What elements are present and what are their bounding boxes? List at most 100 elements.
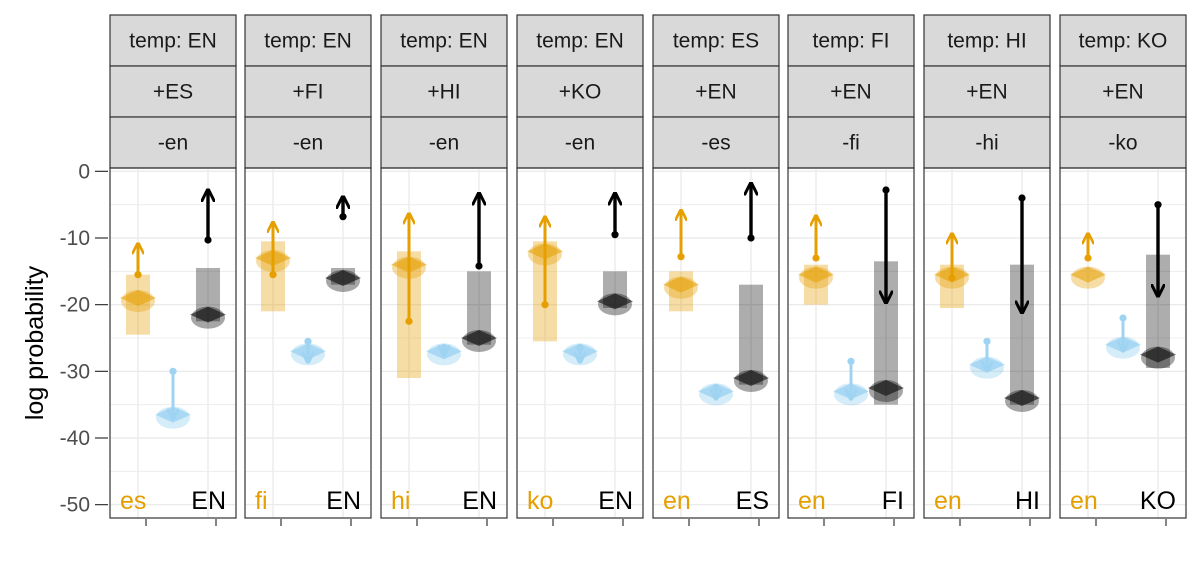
facet-strip <box>109 65 237 118</box>
mean-diamond <box>325 270 361 286</box>
facet-strip <box>1059 116 1187 169</box>
series-group-template_language <box>190 191 226 329</box>
category-label-target: en <box>1070 487 1098 515</box>
facet-strip-label: -en <box>293 132 323 155</box>
facet-strip <box>923 65 1051 118</box>
category-label-template: ES <box>736 487 769 515</box>
facet-strip <box>1059 14 1187 67</box>
facet-strip-label: -es <box>701 132 730 155</box>
range-bar <box>739 284 763 385</box>
facet-panel: temp: EN +KO -en ko EN <box>516 14 644 526</box>
y-tick-label: -50 <box>60 494 90 517</box>
mean-diamond <box>461 330 497 346</box>
category-label-target: hi <box>391 487 410 515</box>
arrow-origin-point <box>1154 201 1162 209</box>
category-label-template: EN <box>326 487 361 515</box>
facet-strip-label: -en <box>565 132 595 155</box>
facet-strip <box>516 14 644 67</box>
series-group-template_language <box>733 185 769 392</box>
series-group-template_language <box>1004 194 1040 412</box>
y-tick-label: -10 <box>60 227 90 250</box>
facet-strip-label: -fi <box>842 132 860 155</box>
arrow-origin-point <box>204 236 212 244</box>
facet-strip-label: temp: EN <box>536 30 624 53</box>
facet-panel: temp: ES +EN -es en ES <box>652 14 780 526</box>
category-label-target: en <box>934 487 962 515</box>
panel-border <box>1059 167 1187 519</box>
series-group-target_language <box>120 245 156 335</box>
series-group-template_language <box>868 186 904 405</box>
facet-strip-label: +EN <box>966 81 1007 104</box>
mean-diamond <box>868 380 904 396</box>
facet-strip-label: -en <box>158 132 188 155</box>
series-group-target_language <box>798 217 834 305</box>
series-group-template_language <box>597 195 633 316</box>
arrow-origin-point <box>576 344 584 352</box>
series-group-other_language <box>969 337 1005 379</box>
series-group-other_language <box>290 337 326 366</box>
facet-strip <box>787 65 915 118</box>
arrow-origin-point <box>169 367 177 375</box>
y-tick-label: 0 <box>78 160 90 183</box>
arrow-origin-point <box>269 271 277 279</box>
category-label-template: HI <box>1015 487 1040 515</box>
facet-strip-label: +KO <box>559 81 602 104</box>
mean-diamond <box>597 293 633 310</box>
facet-strip-label: +EN <box>1102 81 1143 104</box>
facet-strip <box>244 116 372 169</box>
y-tick-label: -20 <box>60 294 90 317</box>
arrow-origin-point <box>677 253 685 261</box>
category-label-template: FI <box>882 487 904 515</box>
facet-strip <box>380 14 508 67</box>
facet-strip <box>652 116 780 169</box>
series-group-other_language <box>1105 314 1141 359</box>
facet-strip <box>380 116 508 169</box>
facet-strip <box>923 14 1051 67</box>
facet-strip-label: temp: EN <box>264 30 352 53</box>
arrow-origin-point <box>1018 194 1026 202</box>
y-tick-label: -30 <box>60 360 90 383</box>
facet-strip-label: temp: EN <box>400 30 488 53</box>
facet-strip-label: +EN <box>695 81 736 104</box>
mean-diamond <box>663 276 699 293</box>
arrow-origin-point <box>1119 314 1127 322</box>
series-group-other_language <box>833 357 869 406</box>
arrow-origin-point <box>405 317 413 325</box>
mean-diamond <box>1140 346 1176 363</box>
mean-diamond <box>120 290 156 306</box>
category-label-template: EN <box>598 487 633 515</box>
facet-strip-label: -hi <box>975 132 998 155</box>
facet-strip-label: +ES <box>153 81 193 104</box>
mean-diamond <box>1004 390 1040 406</box>
series-group-template_language <box>1140 201 1176 369</box>
series-group-other_language <box>426 343 462 366</box>
arrow-origin-point <box>747 234 755 242</box>
facet-strip-label: temp: HI <box>947 30 1026 53</box>
category-label-target: ko <box>527 487 553 515</box>
facet-panel: temp: HI +EN -hi en HI <box>923 14 1051 526</box>
facet-strip-label: temp: FI <box>812 30 889 53</box>
facet-strip-label: temp: EN <box>129 30 217 53</box>
facet-strip-label: temp: ES <box>673 30 759 53</box>
facet-strip <box>244 14 372 67</box>
arrow-origin-point <box>1084 254 1092 262</box>
panel-border <box>109 167 237 519</box>
panel-border <box>516 167 644 519</box>
facet-strip <box>109 116 237 169</box>
panel-border <box>787 167 915 519</box>
facet-strip <box>244 65 372 118</box>
category-label-template: KO <box>1140 487 1176 515</box>
facet-strip <box>787 14 915 67</box>
facet-strip-label: +FI <box>293 81 324 104</box>
arrow-origin-point <box>475 262 483 270</box>
series-group-template_language <box>461 195 497 352</box>
category-label-template: EN <box>462 487 497 515</box>
arrow-origin-point <box>440 344 448 352</box>
category-label-target: en <box>663 487 691 515</box>
arrow-origin-point <box>948 274 956 282</box>
series-group-other_language <box>155 367 191 429</box>
category-label-template: EN <box>191 487 226 515</box>
